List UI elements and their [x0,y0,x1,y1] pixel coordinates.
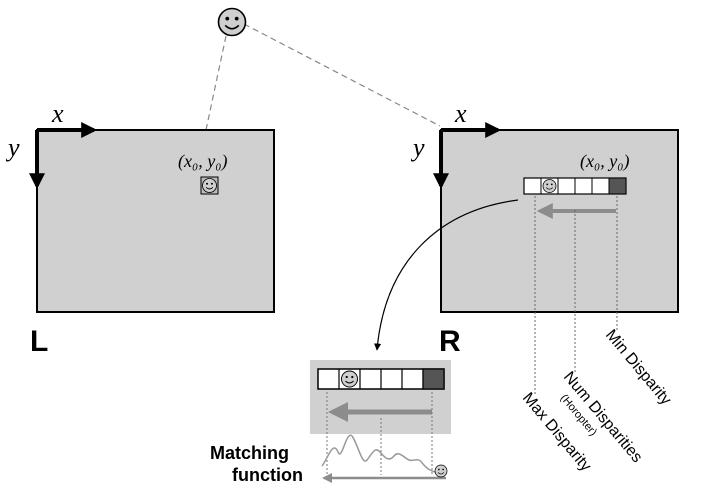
smiley-face-icon [434,464,448,478]
matching-label-line1: Matching [210,443,289,463]
left-image-label: L [30,325,48,358]
left-point-label: (x₀, y₀) [178,151,227,172]
left-x-axis-label: x [51,99,64,128]
right-image-frame [440,129,679,313]
smiley-face-icon [341,370,358,388]
right-y-axis-label: y [410,133,425,162]
zoom-curved-arrow [373,199,519,351]
left-y-axis-label: y [5,133,20,162]
right-x-axis-label: x [454,99,467,128]
smiley-face-icon [542,179,557,193]
left-image-frame [36,129,275,313]
matching-function-curve [321,434,441,474]
left-view-line [205,35,227,131]
right-image-label: R [439,325,461,358]
enlarged-search-strip [317,368,445,390]
smiley-face-icon [202,178,217,193]
smiley-face-icon [217,7,247,37]
right-view-line [243,23,441,127]
right-point-label: (x₀, y₀) [580,151,629,172]
min-disparity-label: Min Disparity [602,327,674,409]
right-search-strip [523,177,627,195]
matching-label-line2: function [232,465,303,485]
